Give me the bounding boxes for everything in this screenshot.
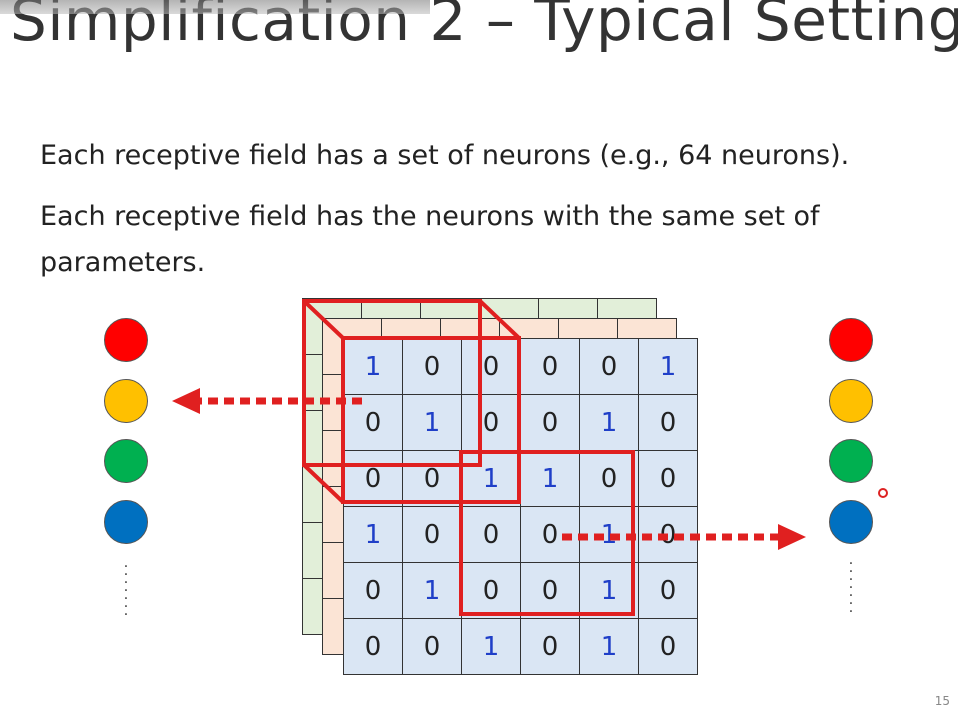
neuron-blue-right [829,500,873,544]
matrix-cell: 1 [520,450,580,507]
ellipsis-right: ······· [848,556,854,620]
neuron-yellow-right [829,379,873,423]
matrix-cell: 0 [638,394,698,451]
neuron-green-left [104,439,148,483]
matrix-cell: 0 [638,562,698,619]
matrix-cell: 0 [520,618,580,675]
matrix-cell: 0 [638,450,698,507]
matrix-cell: 0 [638,506,698,563]
matrix-cell: 1 [461,618,521,675]
video-caption-overlay [0,0,430,14]
matrix-cell: 0 [638,618,698,675]
matrix-cell: 1 [461,450,521,507]
matrix-cell: 0 [579,338,639,395]
matrix-cell: 0 [461,506,521,563]
matrix-cell: 1 [579,506,639,563]
neuron-red-right [829,318,873,362]
matrix-cell: 0 [520,394,580,451]
ellipsis-left: ······· [123,559,129,623]
matrix-cell: 0 [461,562,521,619]
matrix-cell: 1 [579,618,639,675]
matrix-cell: 0 [402,450,462,507]
matrix-cell: 0 [461,394,521,451]
neuron-red-left [104,318,148,362]
matrix-cell: 0 [579,450,639,507]
matrix-cell: 0 [402,506,462,563]
matrix-cell: 0 [343,618,403,675]
matrix-cell: 0 [461,338,521,395]
matrix-cell: 1 [579,562,639,619]
matrix-cell: 0 [520,338,580,395]
bullet-line-2: Each receptive field has the neurons wit… [40,201,820,278]
pointer-cursor-icon [878,488,888,498]
matrix-cell: 0 [343,562,403,619]
bullet-line-1: Each receptive field has a set of neuron… [40,140,850,171]
matrix-cell: 0 [520,562,580,619]
matrix-cell: 1 [402,394,462,451]
neuron-green-right [829,439,873,483]
matrix-cell: 1 [343,506,403,563]
matrix-cell: 0 [343,394,403,451]
matrix-cell: 0 [343,450,403,507]
matrix-cell: 0 [402,618,462,675]
matrix-cell: 1 [402,562,462,619]
matrix-cell: 1 [638,338,698,395]
neuron-blue-left [104,500,148,544]
page-number: 15 [934,694,950,708]
matrix-cell: 1 [343,338,403,395]
neuron-yellow-left [104,379,148,423]
matrix-cell: 0 [520,506,580,563]
matrix-cell: 1 [579,394,639,451]
matrix-cell: 0 [402,338,462,395]
